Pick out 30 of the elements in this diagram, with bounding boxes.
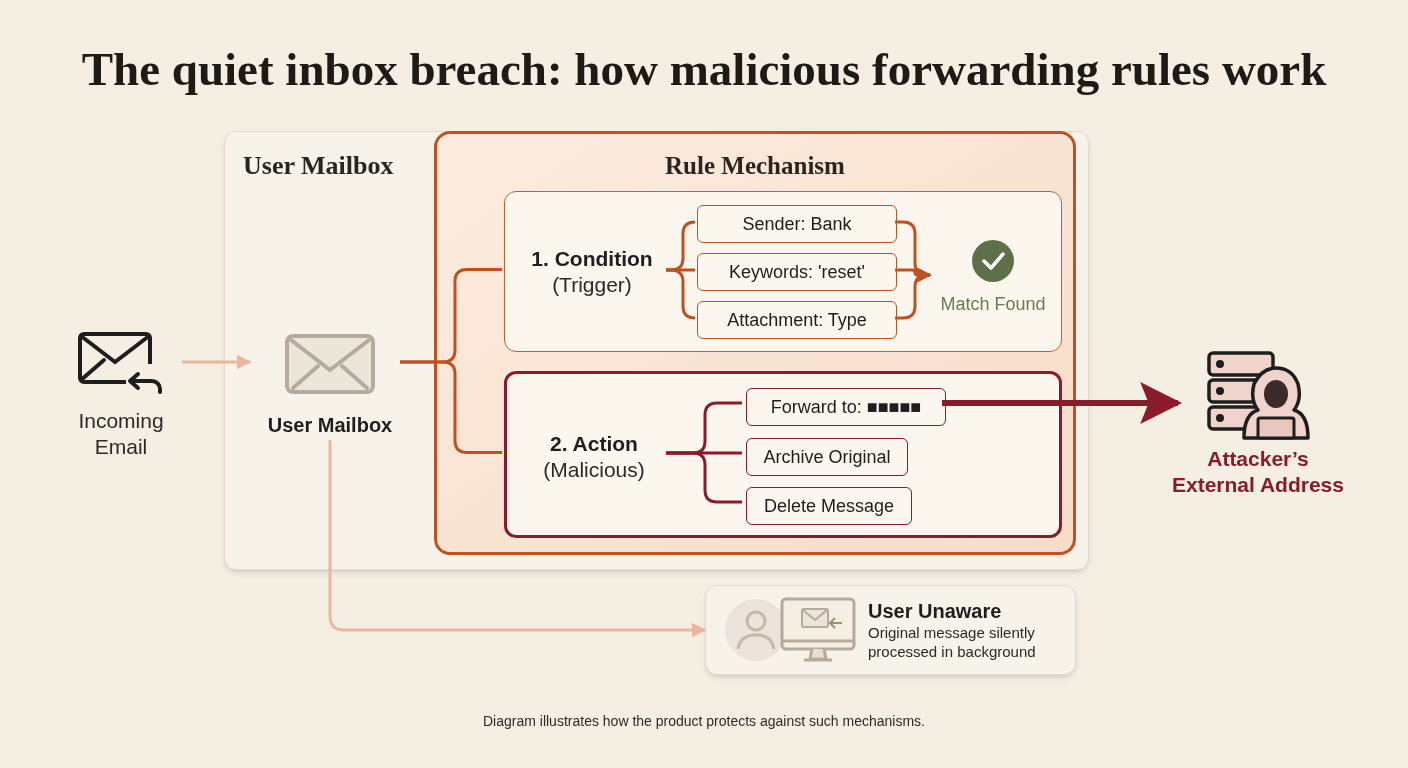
panel-heading: Rule Mechanism <box>665 151 845 181</box>
rule-mechanism-panel <box>434 131 1076 555</box>
step-heading: 2. Action <box>550 431 638 457</box>
arrow <box>182 354 252 370</box>
condition-panel <box>504 191 1062 352</box>
card-heading: User Unaware <box>868 599 1003 623</box>
node-label: Attacker’s External Address <box>1171 446 1345 498</box>
criterion-box: Sender: Bank <box>697 205 897 243</box>
diagram-title: The quiet inbox breach: how malicious forwarding rules work <box>81 42 1327 97</box>
thick-arrow <box>942 382 1183 424</box>
criterion-box: Delete Message <box>746 487 912 525</box>
connector-line <box>400 360 502 454</box>
mailbox-panel <box>224 131 1089 570</box>
notice-card <box>705 585 1076 675</box>
node-label: Incoming Email <box>77 408 165 460</box>
criterion-box: Attachment: Type <box>697 301 897 339</box>
status-label: Match Found <box>940 293 1046 316</box>
card-description: Original message silently processed in background <box>868 623 1037 661</box>
criterion-box: Forward to: ■■■■■ <box>746 388 946 426</box>
criterion-box: Archive Original <box>746 438 908 476</box>
step-subtitle: (Trigger) <box>552 272 632 298</box>
action-panel <box>504 371 1062 538</box>
panel-heading: User Mailbox <box>243 150 394 182</box>
criterion-box: Keywords: 'reset' <box>697 253 897 291</box>
caption: Diagram illustrates how the product protects against such mechanisms. <box>483 712 925 731</box>
step-heading: 1. Condition <box>531 246 653 272</box>
connector-line <box>666 451 742 504</box>
arrow <box>328 440 707 638</box>
node-label: User Mailbox <box>267 413 393 438</box>
step-subtitle: (Malicious) <box>543 457 645 483</box>
